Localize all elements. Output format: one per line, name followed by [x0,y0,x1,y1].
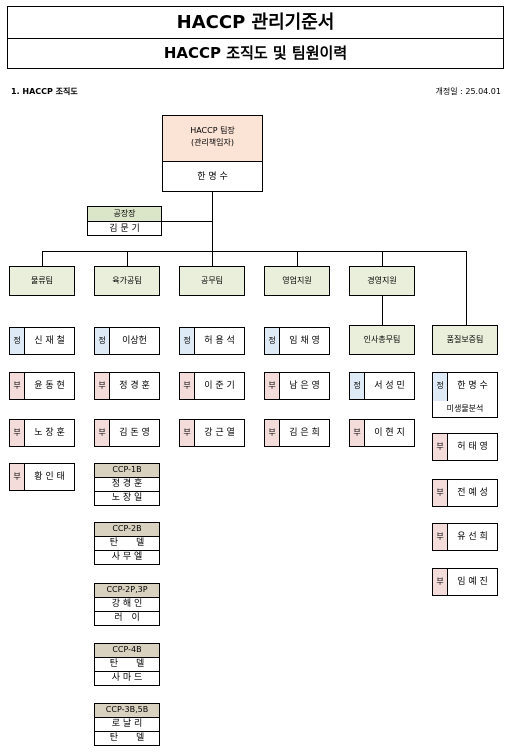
role-badge: 부 [350,420,365,446]
member-card: 정 이상헌 [94,327,160,355]
member-name: 김 돈 영 [119,428,150,438]
member-name: 이 현 지 [374,428,405,438]
leader-role-sub: (관리책임자) [190,138,235,147]
member-name: 전 예 성 [457,488,488,498]
member-name: 허 태 영 [457,442,488,452]
role-badge: 부 [265,373,280,399]
ccp-label: CCP-4B [95,644,159,658]
member-name: 임 채 영 [289,336,320,346]
role-badge: 정 [10,328,25,354]
ccp-block: CCP-1B 정 경 훈 노 장 일 [94,463,160,506]
leader-name: 한 명 수 [197,172,228,182]
document-title: HACCP 관리기준서 [7,6,504,39]
member-name: 임 예 진 [457,577,488,587]
ccp-block: CCP-3B,5B 로 날 리 탄 델 [94,703,160,746]
role-badge: 부 [180,420,195,446]
ccp-member: 탄 델 [109,538,145,548]
role-badge: 정 [433,373,448,401]
ccp-member: 사 마 드 [95,671,159,685]
ccp-block: CCP-4B 탄 델 사 마 드 [94,643,160,686]
ccp-member: 로 날 리 [111,719,143,729]
role-badge: 정 [95,328,110,354]
member-name: 김 은 희 [289,428,320,438]
document-subtitle: HACCP 조직도 및 팀원이력 [7,38,504,69]
plant-manager-role: 공장장 [88,207,161,222]
role-badge: 부 [95,373,110,399]
member-name: 정 경 훈 [119,381,150,391]
ccp-block: CCP-2P,3P 강 해 인 러 이 [94,583,160,626]
role-badge: 부 [180,373,195,399]
section-title: 1. HACCP 조직도 [11,87,78,96]
role-badge: 정 [265,328,280,354]
ccp-member: 노 장 일 [95,491,159,505]
team-sales-support: 영업지원 [264,266,330,296]
team-hr-general-affairs: 인사총무팀 [349,325,415,355]
role-badge: 부 [10,464,25,490]
team-maintenance: 공무팀 [179,266,245,296]
role-badge: 정 [350,373,365,399]
qa-duty-label: 미생물분석 [432,401,498,418]
revision-date: 개정일 : 25.04.01 [435,87,502,96]
ccp-member: 정 경 훈 [111,479,143,489]
member-name: 노 장 훈 [34,428,65,438]
ccp-label: CCP-2B [95,523,159,537]
role-badge: 정 [180,328,195,354]
role-badge: 부 [10,373,25,399]
member-name: 신 재 철 [34,336,65,346]
member-name: 윤 동 현 [34,381,65,391]
role-badge: 부 [433,434,448,460]
role-badge: 부 [265,420,280,446]
haccp-leader-box: HACCP 팀장 (관리책임자) 한 명 수 [162,115,263,192]
team-logistics: 물류팀 [9,266,75,296]
role-badge: 부 [433,524,448,550]
member-name: 유 선 희 [457,532,488,542]
leader-role: HACCP 팀장 [190,126,235,135]
role-badge: 부 [433,569,448,595]
ccp-label: CCP-1B [95,464,159,478]
ccp-block: CCP-2B 탄 델 사 무 엘 [94,522,160,565]
member-name: 한 명 수 [457,381,488,391]
member-name: 서 성 민 [374,381,405,391]
ccp-member: 탄 델 [109,659,145,669]
member-name: 이 준 기 [204,381,235,391]
member-name: 강 근 열 [204,428,235,438]
plant-manager-name: 김 문 기 [109,224,140,234]
team-quality-assurance: 품질보증팀 [432,325,498,355]
ccp-label: CCP-2P,3P [95,584,159,598]
role-badge: 부 [95,420,110,446]
ccp-label: CCP-3B,5B [95,704,159,718]
role-badge: 부 [10,420,25,446]
ccp-member: 탄 델 [95,731,159,745]
role-badge: 부 [433,480,448,506]
ccp-member: 사 무 엘 [95,550,159,564]
member-name: 남 은 영 [289,381,320,391]
member-name: 이상헌 [122,336,147,346]
ccp-member: 강 해 인 [111,599,143,609]
team-management-support: 경영지원 [349,266,415,296]
member-name: 허 용 석 [204,336,235,346]
ccp-member: 러 이 [95,611,159,625]
team-meat-processing: 육가공팀 [94,266,160,296]
member-name: 황 인 태 [34,472,65,482]
plant-manager-box: 공장장 김 문 기 [87,206,162,236]
